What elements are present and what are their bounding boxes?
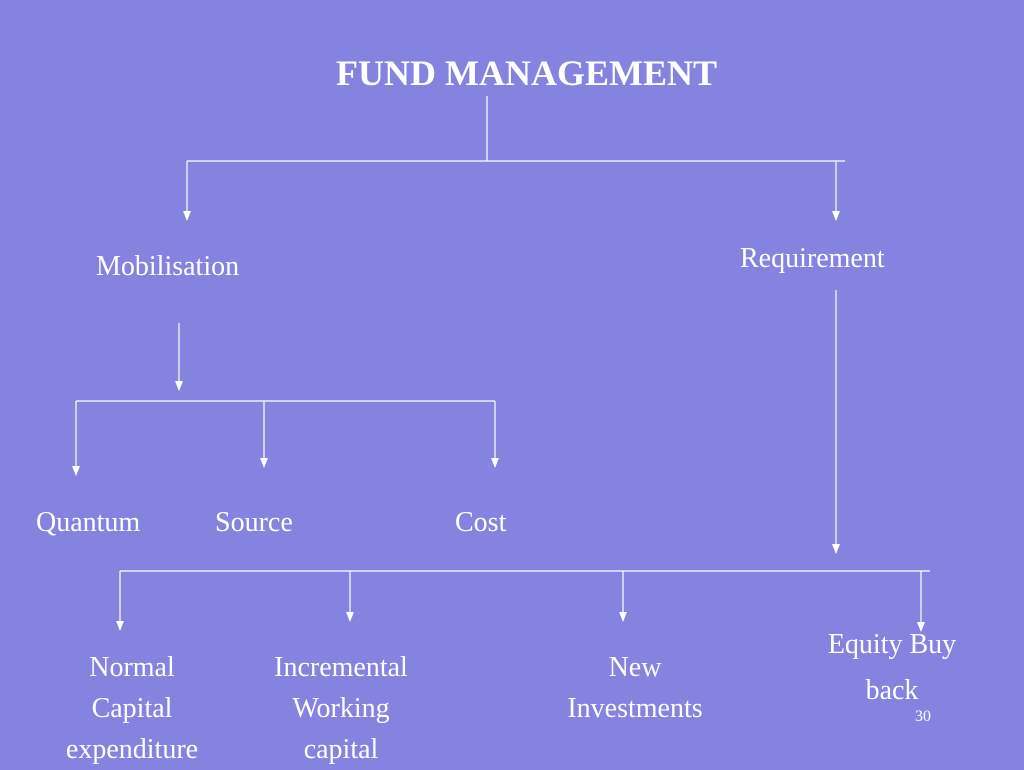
node-requirement: Requirement [740,243,885,274]
node-mobilisation: Mobilisation [96,251,240,282]
slide-title: FUND MANAGEMENT [336,53,717,93]
node-line: Investments [567,693,703,724]
node-line: Normal [89,652,175,683]
node-source: Source [215,507,293,538]
node-line: Incremental [274,652,408,683]
node-line: Equity Buy [827,629,957,660]
slide-page-number: 30 [915,708,931,725]
node-line: Capital [91,693,173,724]
node-quantum: Quantum [36,507,141,538]
node-line: capital [303,734,379,765]
node-new-investments: New Investments [552,647,718,729]
node-incremental-working-capital: Incremental Working capital [260,647,422,770]
node-line: expenditure [65,734,199,765]
node-line: New [608,652,662,683]
node-line: Working [292,693,390,724]
node-equity-buy-back: Equity Buy back [812,622,972,714]
node-normal-capital-expenditure: Normal Capital expenditure [51,647,213,770]
node-cost: Cost [455,507,507,538]
node-line: back [865,675,919,706]
